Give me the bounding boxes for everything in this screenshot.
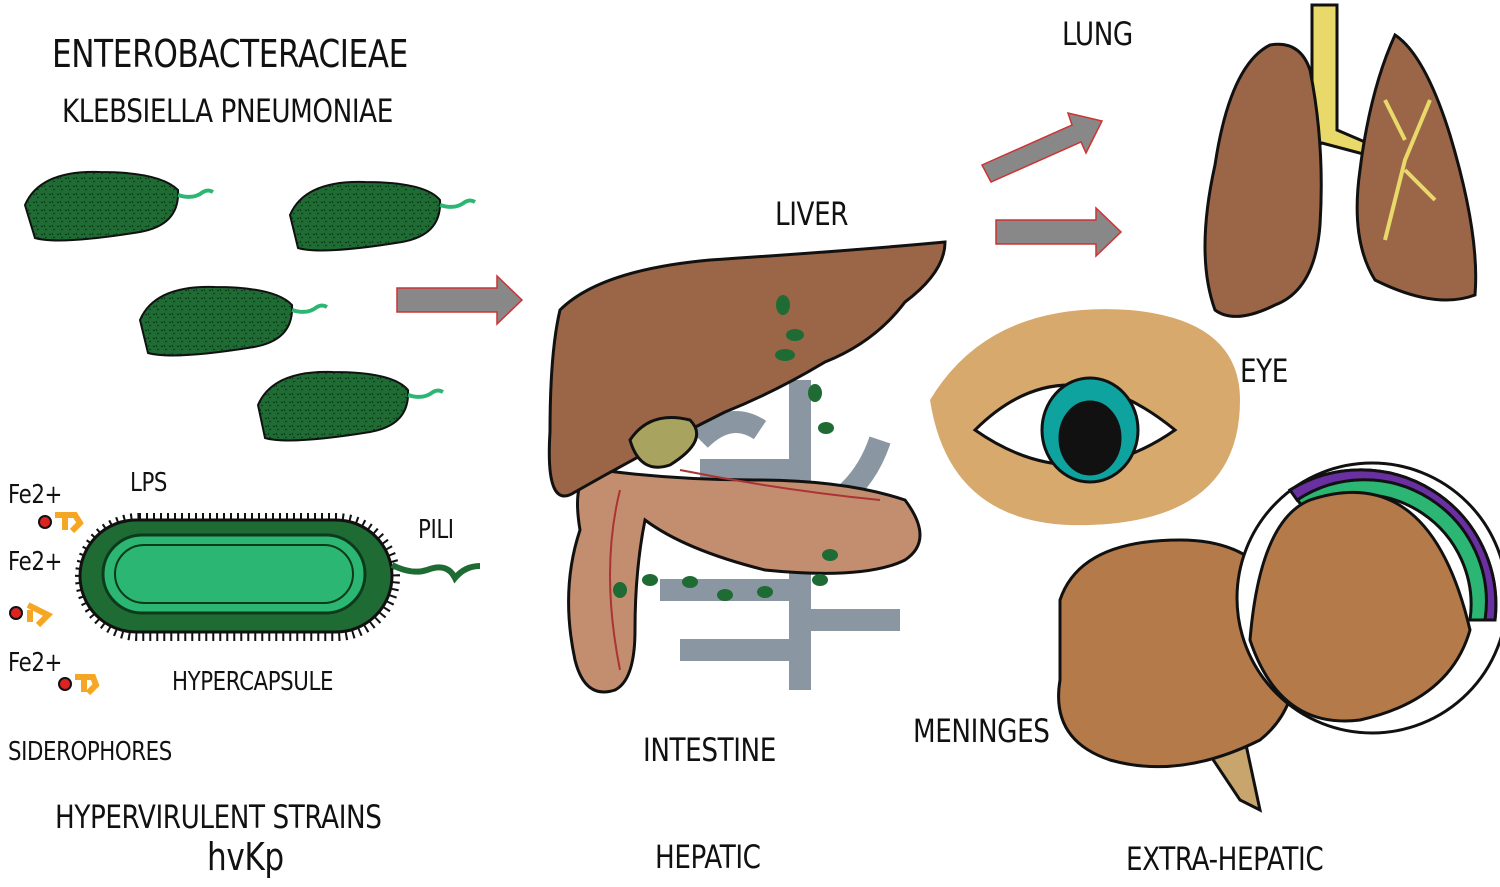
label-hvkp: hvKp bbox=[207, 835, 284, 879]
hypervirulent-bacterium bbox=[75, 513, 481, 641]
gallbladder bbox=[628, 416, 699, 469]
lungs bbox=[1203, 3, 1478, 318]
page-subtitle: KLEBSIELLA PNEUMONIAE bbox=[62, 92, 393, 130]
siderophore-icon bbox=[9, 602, 54, 628]
label-meninges: MENINGES bbox=[913, 712, 1050, 750]
label-hypercapsule: HYPERCAPSULE bbox=[172, 667, 334, 697]
label-intestine: INTESTINE bbox=[643, 731, 776, 769]
label-fe: Fe2+ bbox=[8, 547, 63, 577]
arrow-icons bbox=[396, 111, 1123, 326]
bacterium-icon bbox=[138, 285, 329, 357]
eye bbox=[930, 309, 1240, 526]
label-lps: LPS bbox=[130, 468, 168, 498]
label-fe: Fe2+ bbox=[8, 648, 63, 678]
page-title: ENTEROBACTERACIEAE bbox=[52, 32, 408, 76]
label-strains: HYPERVIRULENT STRAINS bbox=[55, 798, 382, 836]
digestive-system bbox=[547, 240, 947, 694]
bacteria-group bbox=[23, 170, 477, 442]
liver bbox=[547, 240, 947, 498]
label-pili: PILI bbox=[418, 515, 454, 545]
bacterium-icon bbox=[256, 370, 445, 442]
bacterium-icon bbox=[23, 170, 215, 242]
arrow-to-eye-icon bbox=[995, 206, 1123, 258]
siderophore-icon bbox=[58, 674, 100, 696]
label-liver: LIVER bbox=[775, 195, 849, 233]
label-siderophores: SIDEROPHORES bbox=[8, 737, 172, 767]
brain bbox=[1057, 461, 1500, 813]
arrow-to-liver-icon bbox=[396, 274, 524, 326]
label-lung: LUNG bbox=[1062, 15, 1133, 53]
label-fe: Fe2+ bbox=[8, 480, 63, 510]
bacterium-icon bbox=[288, 180, 477, 252]
siderophore-icons bbox=[9, 512, 100, 696]
siderophore-icon bbox=[38, 512, 84, 534]
right-lung bbox=[1355, 32, 1478, 302]
label-hepatic: HEPATIC bbox=[655, 838, 761, 876]
intestine bbox=[567, 468, 922, 694]
left-lung bbox=[1203, 42, 1323, 318]
label-extra-hepatic: EXTRA-HEPATIC bbox=[1126, 840, 1324, 878]
arrow-to-lung-icon bbox=[980, 111, 1104, 183]
label-eye: EYE bbox=[1240, 352, 1288, 390]
